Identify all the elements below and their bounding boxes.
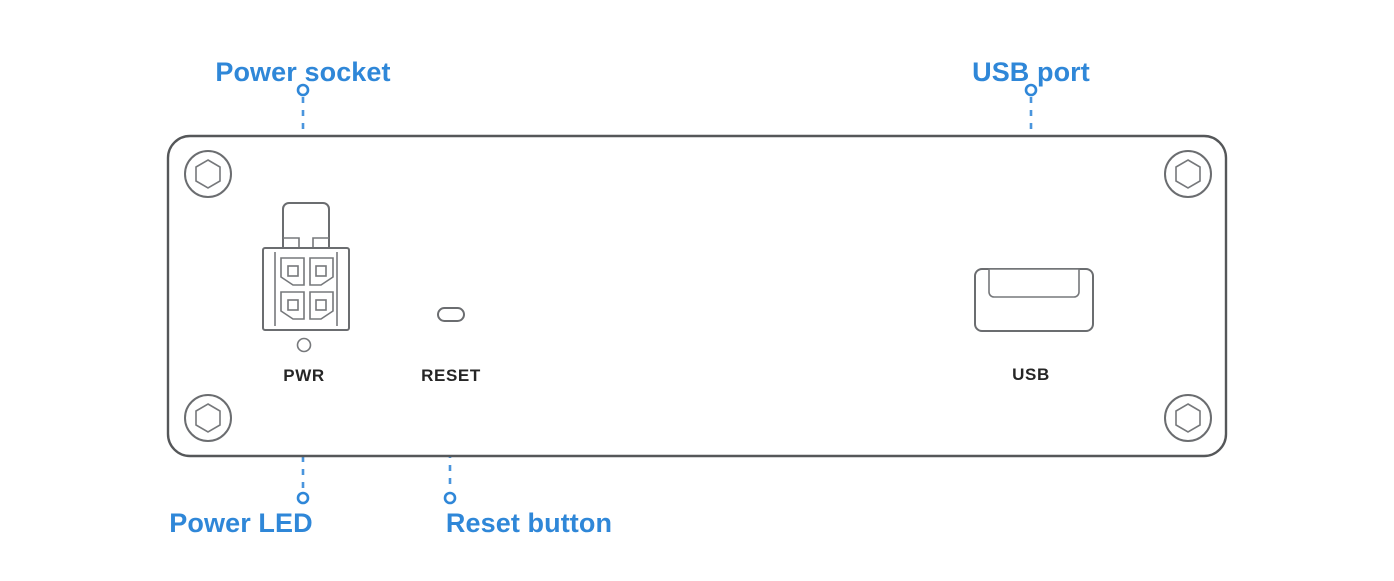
connector-pin-3 bbox=[287, 299, 299, 311]
screw-hex-socket bbox=[195, 159, 221, 189]
power-led-circle bbox=[296, 337, 312, 353]
reset-button-capsule bbox=[437, 307, 465, 322]
connector-latch-tab bbox=[282, 202, 330, 249]
silkscreen-label-reset: RESET bbox=[421, 366, 481, 385]
anchor-dot-usb-port bbox=[1024, 83, 1038, 97]
power-socket-connector[interactable] bbox=[262, 202, 350, 331]
anchor-dot-power-socket bbox=[296, 83, 310, 97]
usb-a-port[interactable] bbox=[974, 268, 1094, 332]
callout-label-usb-port[interactable]: USB port bbox=[972, 57, 1090, 87]
callout-labels: Power socket USB port Power LED Reset bu… bbox=[169, 57, 1090, 538]
screw-hex-socket bbox=[1175, 403, 1201, 433]
power-led-indicator bbox=[296, 337, 312, 353]
screw-head-circle bbox=[1164, 150, 1212, 198]
screw-icon-bottom-left bbox=[184, 394, 232, 442]
usb-port-tongue bbox=[988, 268, 1080, 298]
screw-icon-bottom-right bbox=[1164, 394, 1212, 442]
panel-outline bbox=[166, 134, 1228, 458]
screw-hex-socket bbox=[195, 403, 221, 433]
silkscreen-labels: PWR RESET USB bbox=[283, 365, 1050, 385]
rear-panel-body bbox=[166, 134, 1228, 458]
silkscreen-label-usb: USB bbox=[1012, 365, 1050, 384]
connector-pin-4 bbox=[315, 299, 327, 311]
mounting-screws bbox=[184, 150, 1212, 442]
screw-icon-top-right bbox=[1164, 150, 1212, 198]
screw-head-circle bbox=[184, 150, 232, 198]
screw-head-circle bbox=[184, 394, 232, 442]
callout-anchors bbox=[296, 83, 1038, 505]
callout-label-reset-button[interactable]: Reset button bbox=[446, 508, 612, 538]
reset-button-pinhole[interactable] bbox=[437, 307, 465, 322]
anchor-dot-power-led bbox=[296, 491, 310, 505]
screw-hex-socket bbox=[1175, 159, 1201, 189]
anchor-dot-reset-button bbox=[443, 491, 457, 505]
silkscreen-label-pwr: PWR bbox=[283, 366, 324, 385]
callout-label-power-socket[interactable]: Power socket bbox=[215, 57, 390, 87]
screw-head-circle bbox=[1164, 394, 1212, 442]
connector-housing bbox=[262, 247, 350, 331]
callout-label-power-led[interactable]: Power LED bbox=[169, 508, 312, 538]
connector-pin-1 bbox=[287, 265, 299, 277]
connector-pin-2 bbox=[315, 265, 327, 277]
screw-icon-top-left bbox=[184, 150, 232, 198]
